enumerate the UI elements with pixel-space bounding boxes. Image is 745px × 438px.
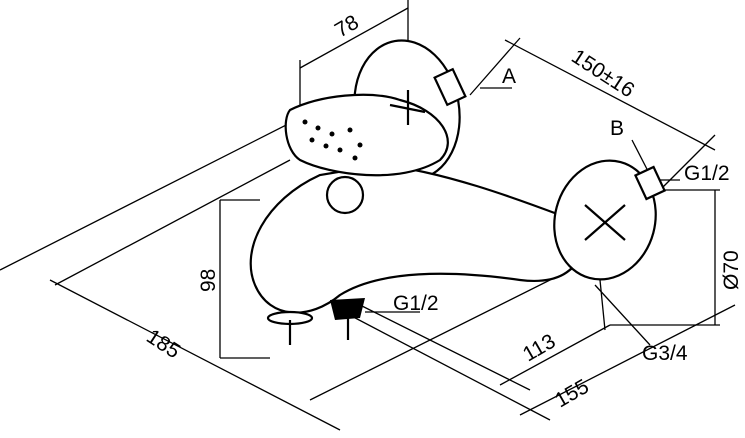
faucet-body (249, 39, 667, 345)
thread-inlet: G1/2 (684, 162, 730, 185)
spray-holes (302, 119, 363, 161)
thread-connection: G3/4 (642, 342, 688, 365)
dim-handle-width: 78 (331, 11, 363, 43)
callout-b: B (610, 117, 624, 140)
dim-spout-to-wall: 113 (519, 330, 559, 367)
dim-height: 98 (197, 269, 220, 292)
thread-outlet: G1/2 (393, 292, 439, 315)
dim-flange-diameter: Ø70 (720, 250, 743, 290)
dim-center-distance: 150±16 (567, 45, 638, 102)
callout-a: A (502, 65, 516, 88)
